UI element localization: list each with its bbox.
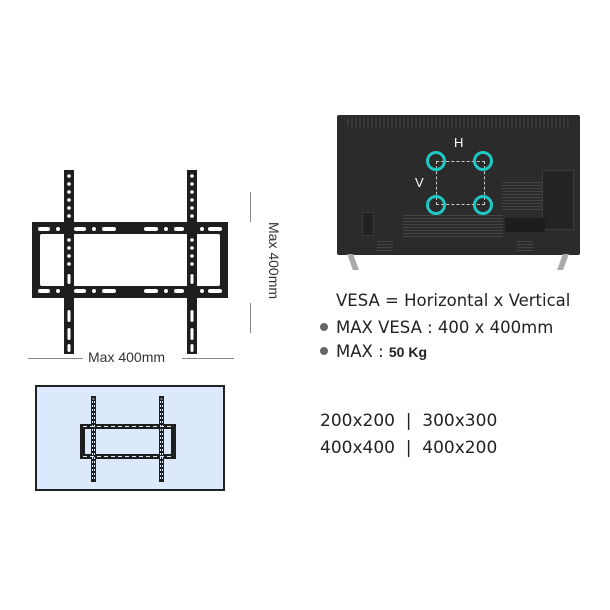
tv-leg-left [347,254,359,270]
bullet-icon [320,346,328,355]
tv-power-port [362,212,374,236]
bullet-icon [320,322,328,331]
vesa-hole-bottom-right-icon [473,195,493,215]
max-load-spec: MAX : 50 Kg [320,342,427,361]
tv-back-diagram: H V [337,115,580,255]
max-load-value: 50 Kg [388,344,428,360]
vesa-h-label: H [454,135,464,150]
tv-top-vent [347,118,570,128]
tv-vent-right [502,180,544,210]
vesa-hole-top-left-icon [426,151,446,171]
tv-io-panel [542,170,574,230]
width-dimension-arrow-right [182,358,234,359]
tv-vent-small-left [377,241,393,251]
vesa-v-label: V [415,175,424,190]
max-width-label: Max 400mm [88,349,166,365]
vesa-hole-top-right-icon [473,151,493,171]
mounted-bracket-icon [80,396,176,482]
tv-port-strip [505,218,545,232]
vesa-pattern-guide [436,161,485,205]
vesa-formula-text: VESA = Horizontal x Vertical [336,291,571,310]
height-dimension-arrow-bottom [250,303,251,333]
max-vesa-spec: MAX VESA : 400 x 400mm [320,318,553,337]
width-dimension-arrow-left [28,358,83,359]
wall-bracket-icon [32,170,228,354]
max-vesa-text: MAX VESA : 400 x 400mm [336,318,554,337]
max-height-label: Max 400mm [266,222,282,300]
vesa-sizes-row-2: 400x400 | 400x200 [320,438,498,458]
height-dimension-arrow-top [250,192,251,222]
wall-bracket-diagram [30,170,230,355]
vesa-sizes-row-1: 200x200 | 300x300 [320,411,498,431]
tv-vent-center [403,215,503,237]
vesa-hole-bottom-left-icon [426,195,446,215]
max-load-label: MAX : [336,342,384,361]
tv-vent-small-right [517,241,533,251]
installed-bracket-preview [35,385,225,491]
tv-leg-right [557,254,569,270]
